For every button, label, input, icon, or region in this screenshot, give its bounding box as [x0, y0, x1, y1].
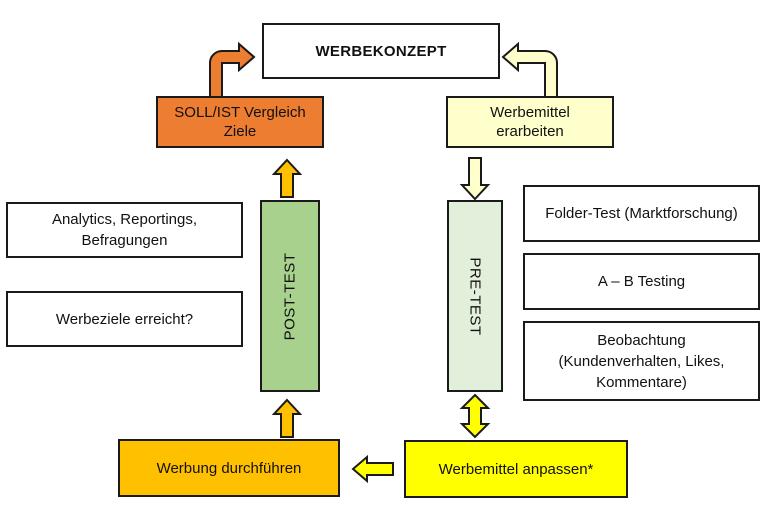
beobachtung-line-2: (Kundenverhalten, Likes, [558, 352, 725, 370]
ab-testing-box: A – B Testing [523, 253, 760, 310]
pre-test-box: PRE-TEST [447, 200, 503, 392]
werbung-durchfuehren-box: Werbung durchführen [118, 439, 340, 497]
werbemittel-erarbeiten-box: Werbemittel erarbeiten [446, 96, 614, 148]
werbemittel-erarbeiten-line-1: Werbemittel [490, 103, 570, 121]
folder-test-box: Folder-Test (Marktforschung) [523, 185, 760, 242]
soll-ist-line-2: Ziele [223, 123, 257, 140]
arrow-up-down-icon [459, 393, 491, 439]
soll-ist-vergleich-box: SOLL/IST Vergleich Ziele [156, 96, 324, 148]
werbung-durchfuehren-label: Werbung durchführen [156, 459, 302, 477]
werbeziele-label: Werbeziele erreicht? [55, 310, 194, 328]
beobachtung-box: Beobachtung (Kundenverhalten, Likes, Kom… [523, 321, 760, 401]
arrow-down-icon [459, 157, 491, 201]
werbemittel-anpassen-label: Werbemittel anpassen* [438, 460, 594, 478]
werbemittel-erarbeiten-line-2: erarbeiten [496, 123, 564, 140]
werbekonzept-label: WERBEKONZEPT [315, 42, 447, 60]
post-test-box: POST-TEST [260, 200, 320, 392]
werbekonzept-box: WERBEKONZEPT [262, 23, 500, 79]
werbemittel-anpassen-box: Werbemittel anpassen* [404, 440, 628, 498]
analytics-box: Analytics, Reportings, Befragungen [6, 202, 243, 258]
bent-arrow-up-left-icon [501, 41, 558, 98]
bent-arrow-up-right-icon [209, 41, 256, 98]
analytics-line-1: Analytics, Reportings, [51, 211, 198, 228]
folder-test-label: Folder-Test (Marktforschung) [545, 205, 738, 222]
beobachtung-line-1: Beobachtung [597, 331, 686, 349]
soll-ist-line-1: SOLL/IST Vergleich [174, 103, 306, 121]
werbeziele-box: Werbeziele erreicht? [6, 291, 243, 347]
beobachtung-line-3: Kommentare) [596, 373, 687, 391]
arrow-left-icon [351, 454, 394, 484]
arrow-up-icon [271, 398, 303, 438]
ab-testing-label: A – B Testing [597, 273, 686, 290]
pre-test-label: PRE-TEST [466, 256, 484, 336]
arrow-up-icon [271, 158, 303, 198]
analytics-line-2: Befragungen [81, 232, 168, 249]
post-test-label: POST-TEST [281, 252, 299, 340]
